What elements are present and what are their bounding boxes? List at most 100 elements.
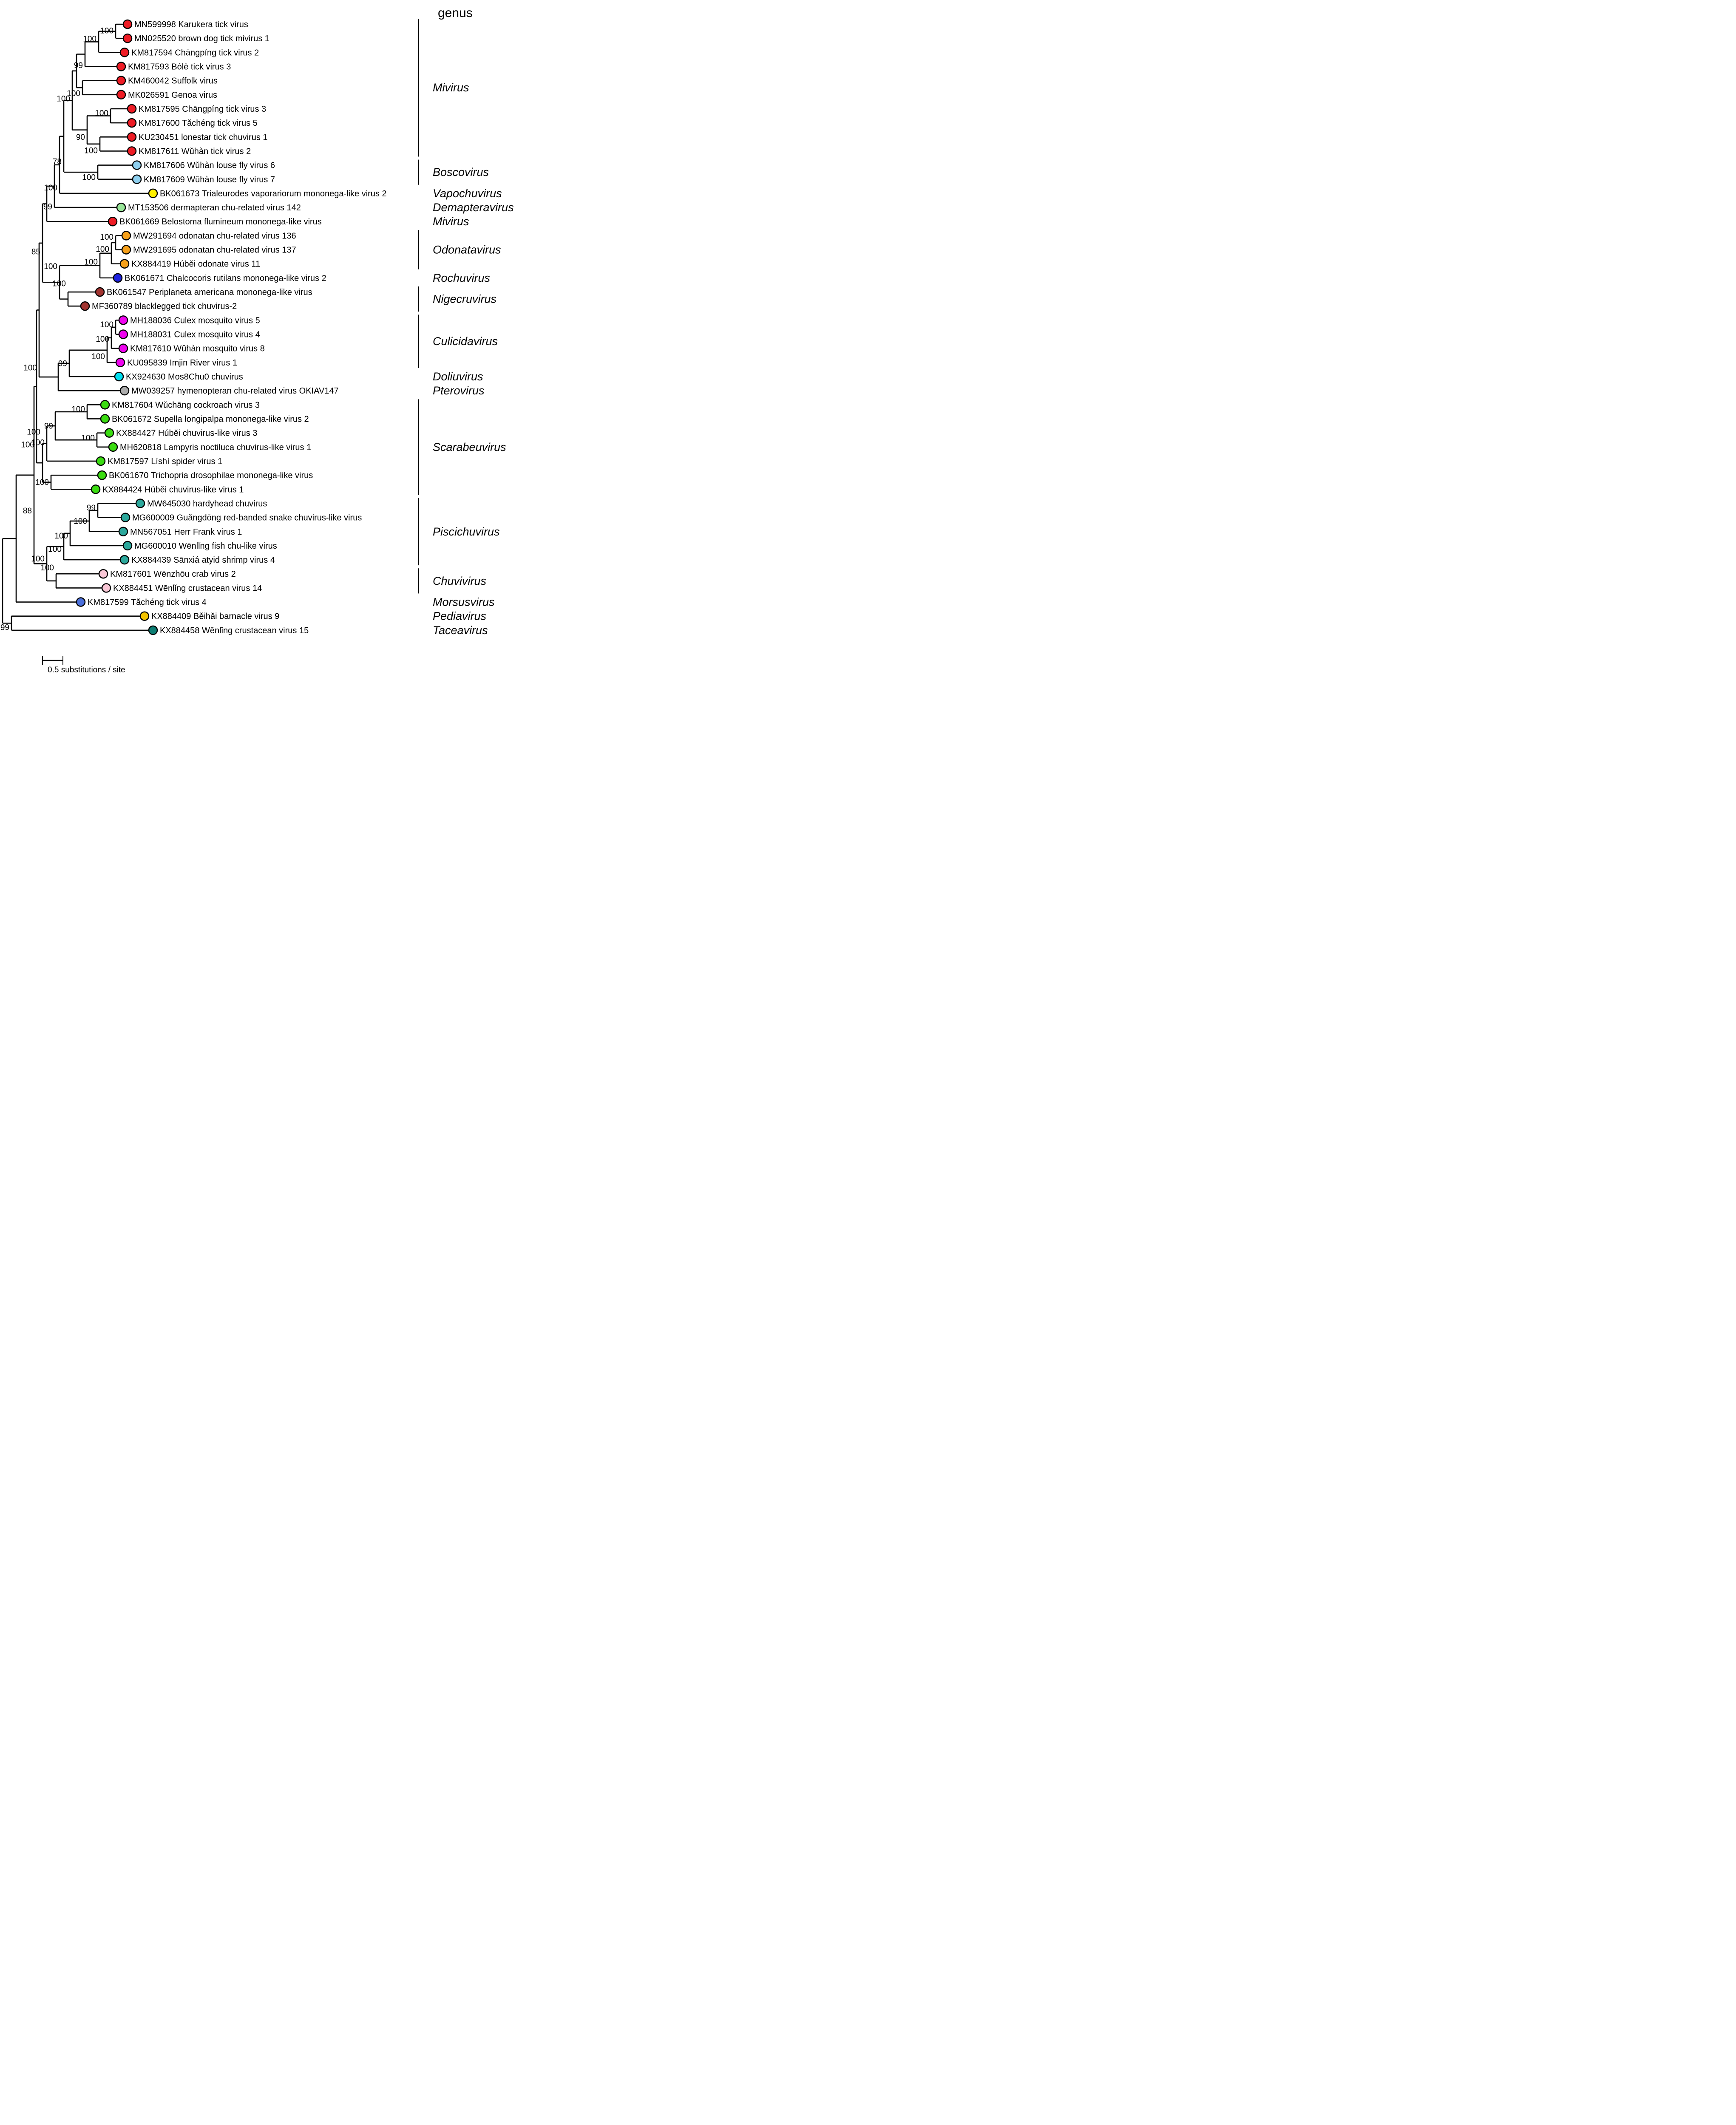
scale-bar-label: 0.5 substitutions / site (48, 666, 125, 674)
red-tip-circle (116, 62, 126, 71)
orange-tip-circle (121, 245, 131, 255)
orange-tip-circle (121, 231, 131, 241)
tip-label: MG600010 Wēnlǐng fish chu-like virus (134, 541, 277, 551)
bootstrap-value: 100 (82, 173, 96, 182)
bootstrap-value: 100 (27, 428, 40, 437)
genus-label: Taceavirus (433, 624, 488, 637)
skyblue-tip-circle (132, 174, 142, 184)
bootstrap-value: 100 (67, 89, 80, 98)
tip-label: KM817606 Wǔhàn louse fly virus 6 (144, 161, 275, 170)
bootstrap-value: 100 (23, 363, 37, 372)
red-tip-circle (108, 216, 118, 227)
red-tip-circle (122, 33, 133, 43)
red-tip-circle (116, 76, 126, 85)
green-tip-circle (100, 414, 110, 424)
genus-label: Rochuvirus (433, 272, 490, 284)
tip-label: MW039257 hymenopteran chu-related virus … (131, 386, 339, 396)
darkteal-tip-circle (148, 625, 158, 635)
tip-label: MW291695 odonatan chu-related virus 137 (133, 246, 296, 255)
bootstrap-value: 99 (0, 623, 9, 632)
genus-label: Culicidavirus (433, 335, 498, 348)
red-tip-circle (116, 90, 126, 100)
tip-label: KU095839 Imjin River virus 1 (127, 358, 237, 368)
tip-label: KM817611 Wǔhàn tick virus 2 (139, 147, 251, 156)
genus-label: Vapochuvirus (433, 187, 502, 200)
magenta-tip-circle (118, 329, 128, 339)
bootstrap-value: 100 (100, 320, 113, 329)
genus-label: Odonatavirus (433, 244, 501, 256)
tip-label: MH188036 Culex mosquito virus 5 (130, 316, 260, 325)
bootstrap-value: 100 (44, 262, 57, 271)
genus-annotations: MivirusBoscovirusVapochuvirusDemapteravi… (418, 19, 514, 637)
cyan-tip-circle (114, 371, 124, 382)
magenta-tip-circle (118, 343, 128, 353)
bootstrap-value: 100 (71, 405, 85, 414)
bootstrap-value: 88 (23, 507, 32, 516)
tip-label: KX884419 Húběi odonate virus 11 (131, 260, 260, 269)
tip-label: KM817599 Tăchéng tick virus 4 (88, 598, 207, 607)
bootstrap-value: 99 (44, 422, 53, 431)
gold-tip-circle (139, 611, 150, 621)
green-tip-circle (97, 470, 107, 480)
genus-label: Nigecruvirus (433, 293, 496, 306)
bootstrap-value: 100 (52, 280, 66, 289)
bootstrap-value: 100 (84, 258, 98, 267)
tip-label: KX884458 Wēnlǐng crustacean virus 15 (160, 626, 309, 635)
genus-label: Piscichuvirus (433, 525, 500, 538)
tip-label: MN567051 Herr Frank virus 1 (130, 527, 242, 537)
bootstrap-value: 85 (31, 248, 40, 257)
bootstrap-value: 100 (96, 245, 109, 254)
tip-label: KM817593 Bólè tick virus 3 (128, 62, 231, 71)
tip-label: MN025520 brown dog tick mivirus 1 (134, 34, 269, 43)
tip-label: KX884439 Sānxiá atyid shrimp virus 4 (131, 555, 275, 565)
cornflower-tip-circle (76, 597, 86, 607)
skyblue-tip-circle (132, 160, 142, 170)
bootstrap-value: 100 (31, 555, 45, 564)
genus-label: Boscovirus (433, 166, 489, 178)
tip-label: BK061672 Supella longipalpa mononega-lik… (112, 414, 309, 424)
bootstrap-value: 100 (44, 184, 57, 193)
tip-label: KX884409 Běihǎi barnacle virus 9 (151, 612, 279, 621)
tip-label: MW291694 odonatan chu-related virus 136 (133, 231, 296, 241)
gray-tip-circle (119, 385, 130, 396)
bootstrap-value: 99 (74, 61, 83, 70)
darkred-tip-circle (80, 301, 90, 311)
bootstrap-value: 100 (48, 545, 62, 554)
bootstrap-value: 100 (31, 439, 45, 448)
bootstrap-value: 100 (81, 434, 95, 443)
tip-label: MN599998 Karukera tick virus (134, 20, 248, 29)
tip-label: MG600009 Guǎngdōng red-banded snake chuv… (132, 513, 362, 523)
tree-branches (2, 23, 153, 631)
bootstrap-value: 100 (74, 517, 87, 526)
tip-label: KM817600 Tăchéng tick virus 5 (139, 119, 258, 128)
bootstrap-value: 100 (35, 478, 49, 487)
genus-label: Doliuvirus (433, 370, 483, 383)
green-tip-circle (108, 442, 118, 452)
tip-label: BK061671 Chalcocoris rutilans mononega-l… (125, 274, 326, 283)
genus-column-header: genus (438, 6, 473, 20)
green-tip-circle (104, 428, 114, 438)
bootstrap-value: 100 (83, 34, 96, 43)
bootstrap-value: 99 (43, 203, 52, 212)
bootstrap-value: 100 (54, 532, 68, 541)
bootstrap-value: 100 (40, 564, 54, 572)
tip-label: MH188031 Culex mosquito virus 4 (130, 330, 260, 340)
tip-label: MW645030 hardyhead chuvirus (147, 499, 267, 508)
genus-label: Demapteravirus (433, 201, 514, 214)
tip-label: MF360789 blacklegged tick chuvirus-2 (92, 302, 237, 311)
bootstrap-value: 90 (76, 133, 85, 142)
tip-label: KM817610 Wǔhàn mosquito virus 8 (130, 344, 265, 354)
pink-tip-circle (101, 583, 111, 593)
genus-label: Chuvivirus (433, 575, 486, 587)
magenta-tip-circle (118, 315, 128, 325)
tip-label: BK061673 Trialeurodes vaporariorum monon… (160, 189, 387, 198)
red-tip-circle (122, 19, 133, 29)
bootstrap-value: 100 (91, 352, 105, 361)
teal-tip-circle (119, 555, 130, 565)
red-tip-circle (127, 146, 137, 156)
red-tip-circle (127, 118, 137, 128)
tip-label: KX884427 Húběi chuvirus-like virus 3 (116, 429, 257, 438)
magenta-tip-circle (115, 357, 125, 368)
tip-label: MH620818 Lampyris noctiluca chuvirus-lik… (120, 443, 311, 452)
